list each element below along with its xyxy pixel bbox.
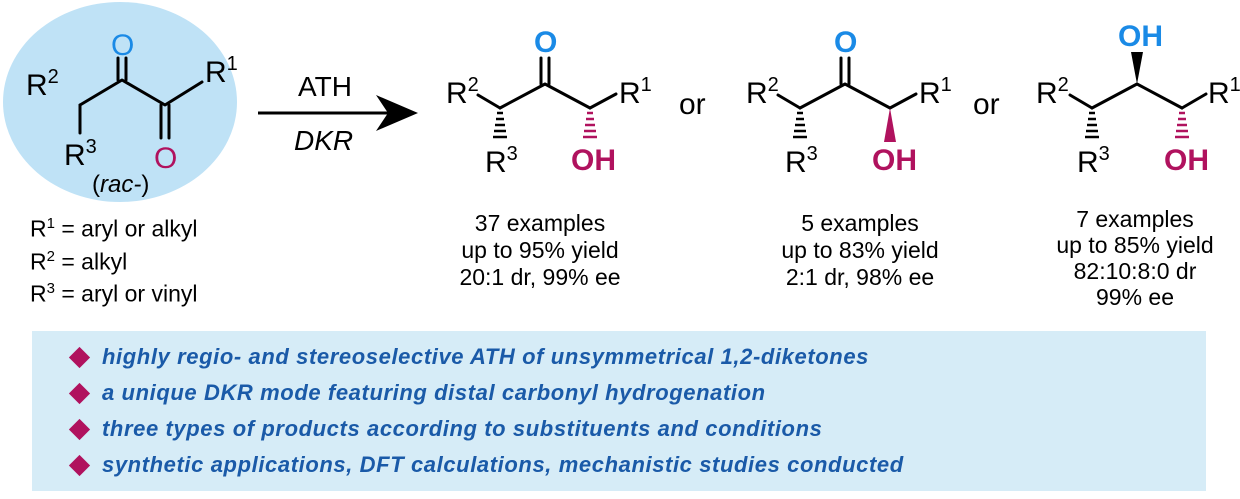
bullet-diamond-icon [68,346,91,369]
p1-oh-label: OH [571,144,616,177]
p2-r2: R2 [746,74,779,110]
conjunction-or-2: or [973,88,1000,121]
substituent-definitions: R1 = aryl or alkyl R2 = alkyl R3 = aryl … [30,210,197,308]
p2-yield: up to 83% yield [781,237,939,263]
p3-yield: up to 85% yield [1056,232,1214,258]
p1-examples: 37 examples [474,210,606,236]
scheme-svg: O O R2 R1 R3 (rac-) ATH DKR O OH R2 R1 R… [3,2,1240,202]
p2-r1-bond [888,92,918,110]
product-2-info: 5 examples up to 83% yield 2:1 dr, 98% e… [760,210,960,291]
p1-o-label: O [534,26,557,59]
bullet-diamond-icon [68,454,91,477]
p1-r2-bond [476,93,502,110]
p2-selectivity: 2:1 dr, 98% ee [785,264,935,290]
rac-label: (rac-) [92,171,149,198]
p3-r2-bond [1068,93,1094,110]
p1-r2: R2 [446,74,479,110]
highlight-3: three types of products according to sub… [102,416,823,441]
highlight-2: a unique DKR mode featuring distal carbo… [102,380,766,405]
p3-examples: 7 examples [1076,206,1194,232]
reactant-highlight-ellipse [3,2,237,202]
p1-r3: R3 [485,143,518,179]
product-1-structure: O OH R2 R1 R3 [446,26,652,179]
p3-hashed-oh [1175,111,1189,139]
product-1-info: 37 examples up to 95% yield 20:1 dr, 99%… [440,210,640,291]
p2-oh-label: OH [872,144,917,177]
product-3-structure: OH OH R2 R1 R3 [1036,20,1240,179]
p2-backbone [798,82,892,110]
p1-yield: up to 95% yield [461,237,619,263]
p3-r2: R2 [1036,74,1069,110]
p2-wedge-oh [884,108,896,142]
p2-o-label: O [834,26,857,59]
p3-wedge-oh-top [1131,52,1143,84]
p2-hashed-r3 [793,111,807,139]
bullet-diamond-icon [68,418,91,441]
p3-oh-top-label: OH [1118,20,1163,53]
p3-hashed-r3 [1085,111,1099,139]
p2-r2-bond [776,93,802,110]
reaction-arrow: ATH DKR [258,71,418,156]
p3-r3: R3 [1077,143,1110,179]
substituent-r3: R3 = aryl or vinyl [30,280,198,307]
reactant-o-bottom: O [154,142,177,175]
p1-hashed-r3 [493,111,507,139]
p3-r1: R1 [1208,74,1240,110]
highlight-4: synthetic applications, DFT calculations… [102,452,904,477]
p3-selectivity: 82:10:8:0 dr [1073,258,1197,284]
p2-examples: 5 examples [801,210,919,236]
reactant-backbone [78,78,204,107]
p3-backbone [1090,82,1184,110]
reactant-diketone: O O R2 R1 R3 (rac-) [3,2,238,202]
product-3-info: 7 examples up to 85% yield 82:10:8:0 dr … [1035,206,1235,310]
p1-backbone [498,82,592,110]
p2-r1: R1 [919,74,952,110]
conjunction-or-1: or [679,88,706,121]
substituent-r1: R1 = aryl or alkyl [30,215,198,242]
p3-r1-bond [1180,92,1208,110]
highlight-1: highly regio- and stereoselective ATH of… [102,344,870,369]
p2-r3: R3 [785,143,818,179]
p3-ee: 99% ee [1095,284,1174,310]
reactant-r2: R2 [26,66,59,102]
highlights-panel: highly regio- and stereoselective ATH of… [32,331,1206,491]
reactant-o-top: O [111,29,134,62]
bullet-diamond-icon [68,382,91,405]
arrow-label-ath: ATH [298,71,352,102]
reactant-r3: R3 [64,136,97,172]
p1-r1: R1 [619,74,652,110]
product-2-structure: O OH R2 R1 R3 [746,26,952,179]
arrow-label-dkr: DKR [294,125,353,156]
p1-selectivity: 20:1 dr, 99% ee [459,264,621,290]
p1-r1-bond [588,92,618,110]
reactant-r1: R1 [205,53,238,89]
substituent-r2: R2 = alkyl [30,247,128,275]
p1-hashed-oh [583,111,597,139]
p3-oh-bottom-label: OH [1164,144,1209,177]
